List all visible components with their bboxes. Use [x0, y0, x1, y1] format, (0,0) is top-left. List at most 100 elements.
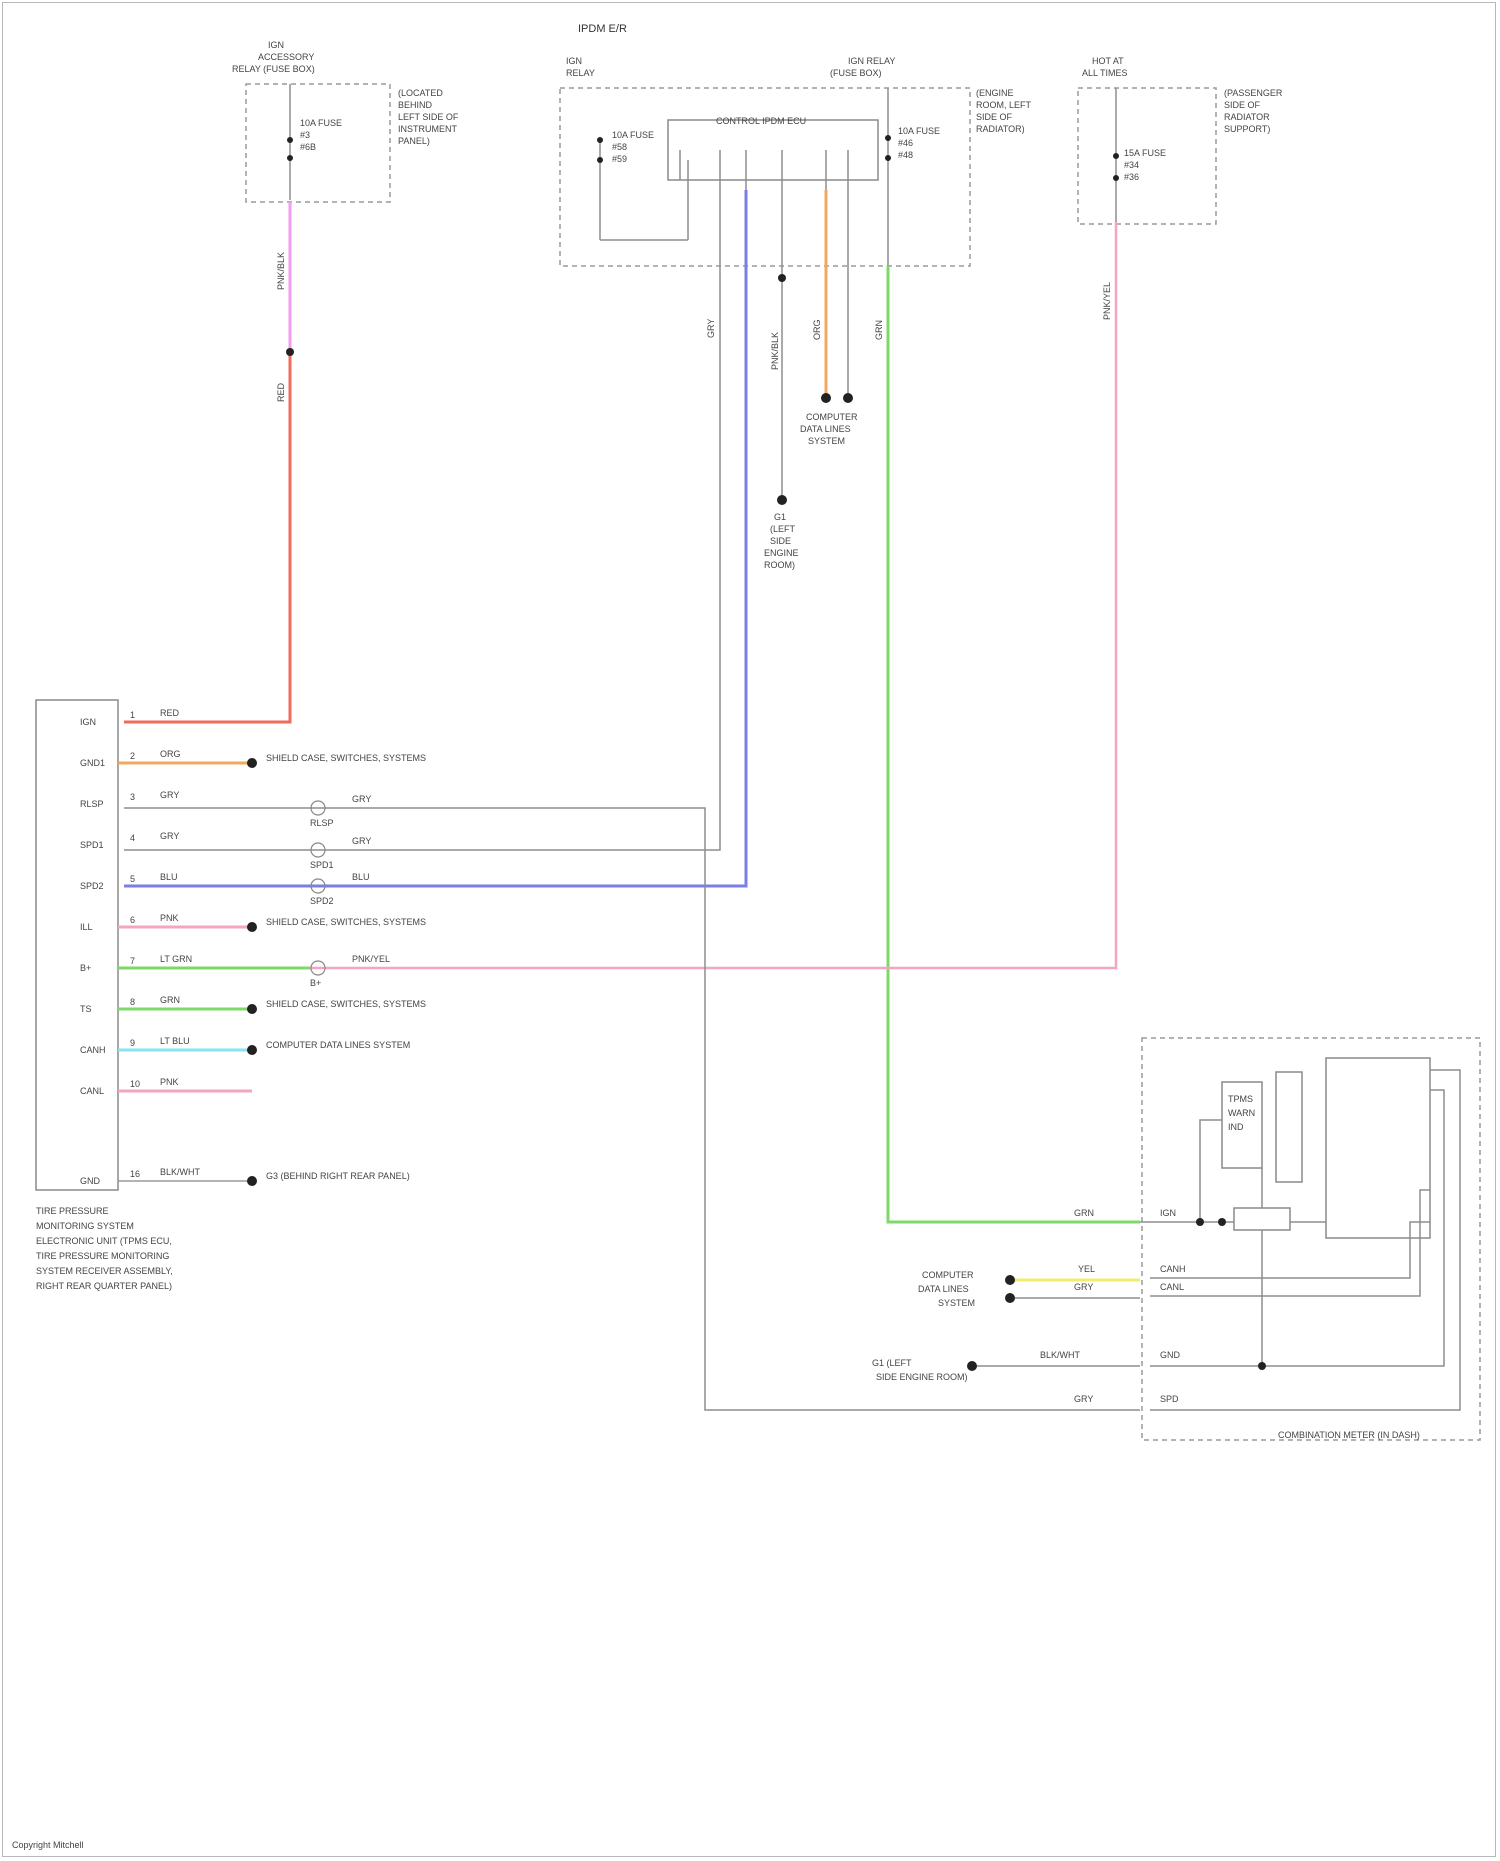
fuse-right-loc-3: RADIATOR: [1224, 112, 1270, 122]
fuse-right-title-1: HOT AT: [1092, 56, 1124, 66]
tpms-pin-wire-label: BLU: [160, 872, 178, 882]
tpms-pin-row: SPD14GRY: [80, 831, 179, 850]
meter-wire-label-1: GRN: [1074, 1208, 1094, 1218]
fuse-right-loc-4: SUPPORT): [1224, 124, 1270, 134]
meter-ground-2: SIDE ENGINE ROOM): [876, 1372, 968, 1382]
combination-meter: COMBINATION METER (IN DASH) TPMS WARN IN…: [872, 1038, 1480, 1440]
tpms-pin-wire-label: RED: [160, 708, 180, 718]
wire-labels: PNK/BLK RED GRY PNK/BLK ORG GRN PNK/YEL: [276, 252, 1112, 402]
wire-label-left-upper: PNK/BLK: [276, 252, 286, 290]
meter-pin-5: SPD: [1160, 1394, 1179, 1404]
meter-left-dest-3: SYSTEM: [938, 1298, 975, 1308]
fuse-right-label-1: 15A FUSE: [1124, 148, 1166, 158]
tpms-pin-number: 4: [130, 833, 135, 843]
tpms-pin-wire-label: GRN: [160, 995, 180, 1005]
tpms-pin-wire-label: PNK: [160, 913, 179, 923]
center-ground-3: SIDE: [770, 536, 791, 546]
tpms-pin-destination: COMPUTER DATA LINES SYSTEM: [266, 1040, 410, 1050]
inline-connector-wire: GRY: [352, 794, 371, 804]
center-data-2: DATA LINES: [800, 424, 851, 434]
tpms-pin-number: 7: [130, 956, 135, 966]
center-ground-4: ENGINE: [764, 548, 799, 558]
inline-connector-wire: PNK/YEL: [352, 954, 390, 964]
tpms-pin-number: 1: [130, 710, 135, 720]
tpms-pin-name: TS: [80, 1004, 92, 1014]
tpms-title-2: MONITORING SYSTEM: [36, 1221, 134, 1231]
meter-block-b: [1276, 1072, 1302, 1182]
fuse-box-left-outline: [246, 84, 390, 202]
tpms-module: TIRE PRESSURE MONITORING SYSTEM ELECTRON…: [36, 700, 426, 1291]
fuse-left-loc-5: PANEL): [398, 136, 430, 146]
inline-connector-label: B+: [310, 978, 321, 988]
ipdm-cr-title-2: (FUSE BOX): [830, 68, 882, 78]
meter-block-c: [1326, 1058, 1430, 1238]
fuse-left-loc-2: BEHIND: [398, 100, 433, 110]
tpms-pin-wire-label: BLK/WHT: [160, 1167, 201, 1177]
fuse-cr-loc-1: (ENGINE: [976, 88, 1014, 98]
fuse-box-left: IGN ACCESSORY RELAY (FUSE BOX) 10A FUSE …: [232, 40, 459, 202]
fuse-left-loc-1: (LOCATED: [398, 88, 443, 98]
tpms-pin-wire-label: PNK: [160, 1077, 179, 1087]
tpms-pin-terminal: [247, 1004, 257, 1014]
inline-connector-label: SPD2: [310, 896, 334, 906]
wire-label-center-a: GRY: [706, 319, 716, 338]
tpms-pin-row: IGN1RED: [80, 708, 180, 727]
meter-left-dest-2: DATA LINES: [918, 1284, 969, 1294]
wire-red: [124, 350, 290, 722]
meter-pin-2: CANH: [1160, 1264, 1186, 1274]
tpms-pin-destination: G3 (BEHIND RIGHT REAR PANEL): [266, 1171, 410, 1181]
wires: [124, 190, 1140, 1410]
meter-block-d: [1234, 1208, 1290, 1230]
tpms-pin-destination: SHIELD CASE, SWITCHES, SYSTEMS: [266, 753, 426, 763]
tpms-title-3: ELECTRONIC UNIT (TPMS ECU,: [36, 1236, 172, 1246]
tpms-pin-terminal: [247, 922, 257, 932]
center-notes: COMPUTER DATA LINES SYSTEM G1 (LEFT SIDE…: [764, 412, 858, 570]
fuse-cl-label-2: #58: [612, 142, 627, 152]
meter-pin-1: IGN: [1160, 1208, 1176, 1218]
center-data-1: COMPUTER: [806, 412, 858, 422]
fuse-cl-label-3: #59: [612, 154, 627, 164]
fuse-cl-label-1: 10A FUSE: [612, 130, 654, 140]
tpms-pin-terminal: [247, 1045, 257, 1055]
wire-blue: [124, 190, 746, 886]
ipdm-cl-title-1: IGN: [566, 56, 582, 66]
meter-wire-label-4: BLK/WHT: [1040, 1350, 1081, 1360]
ipdm-cr-title-1: IGN RELAY: [848, 56, 895, 66]
inline-connector: SPD1GRY: [310, 836, 371, 870]
fuse-box-left-title-3: RELAY (FUSE BOX): [232, 64, 315, 74]
tpms-pin-number: 16: [130, 1169, 140, 1179]
tpms-pin-name: ILL: [80, 922, 93, 932]
tpms-pin-number: 10: [130, 1079, 140, 1089]
tpms-title-4: TIRE PRESSURE MONITORING: [36, 1251, 169, 1261]
footer-copyright: Copyright Mitchell: [12, 1840, 84, 1850]
inline-connector-label: SPD1: [310, 860, 334, 870]
fuse-left-label-1: 10A FUSE: [300, 118, 342, 128]
fuse-left-loc-3: LEFT SIDE OF: [398, 112, 459, 122]
meter-pin-3: CANL: [1160, 1282, 1184, 1292]
meter-wire-label-5: GRY: [1074, 1394, 1093, 1404]
tpms-pin-name: GND: [80, 1176, 101, 1186]
tpms-pin-wire-label: ORG: [160, 749, 181, 759]
center-data-3: SYSTEM: [808, 436, 845, 446]
wire-label-center-c: ORG: [812, 319, 822, 340]
ipdm-title: IPDM E/R: [578, 23, 627, 35]
inline-connector: B+ PNK/YEL: [310, 954, 390, 988]
tpms-module-body: [36, 700, 118, 1190]
tpms-title-1: TIRE PRESSURE: [36, 1206, 109, 1216]
tpms-pin-number: 9: [130, 1038, 135, 1048]
fuse-box-right: HOT AT ALL TIMES 15A FUSE #34 #36 (PASSE…: [1078, 56, 1283, 224]
tpms-pin-destination: SHIELD CASE, SWITCHES, SYSTEMS: [266, 917, 426, 927]
wire-green: [888, 266, 1140, 1222]
meter-left-dest-1: COMPUTER: [922, 1270, 974, 1280]
tpms-pin-wire-label: GRY: [160, 831, 179, 841]
inline-connector-wire: BLU: [352, 872, 370, 882]
ipdm-cl-title-2: RELAY: [566, 68, 595, 78]
